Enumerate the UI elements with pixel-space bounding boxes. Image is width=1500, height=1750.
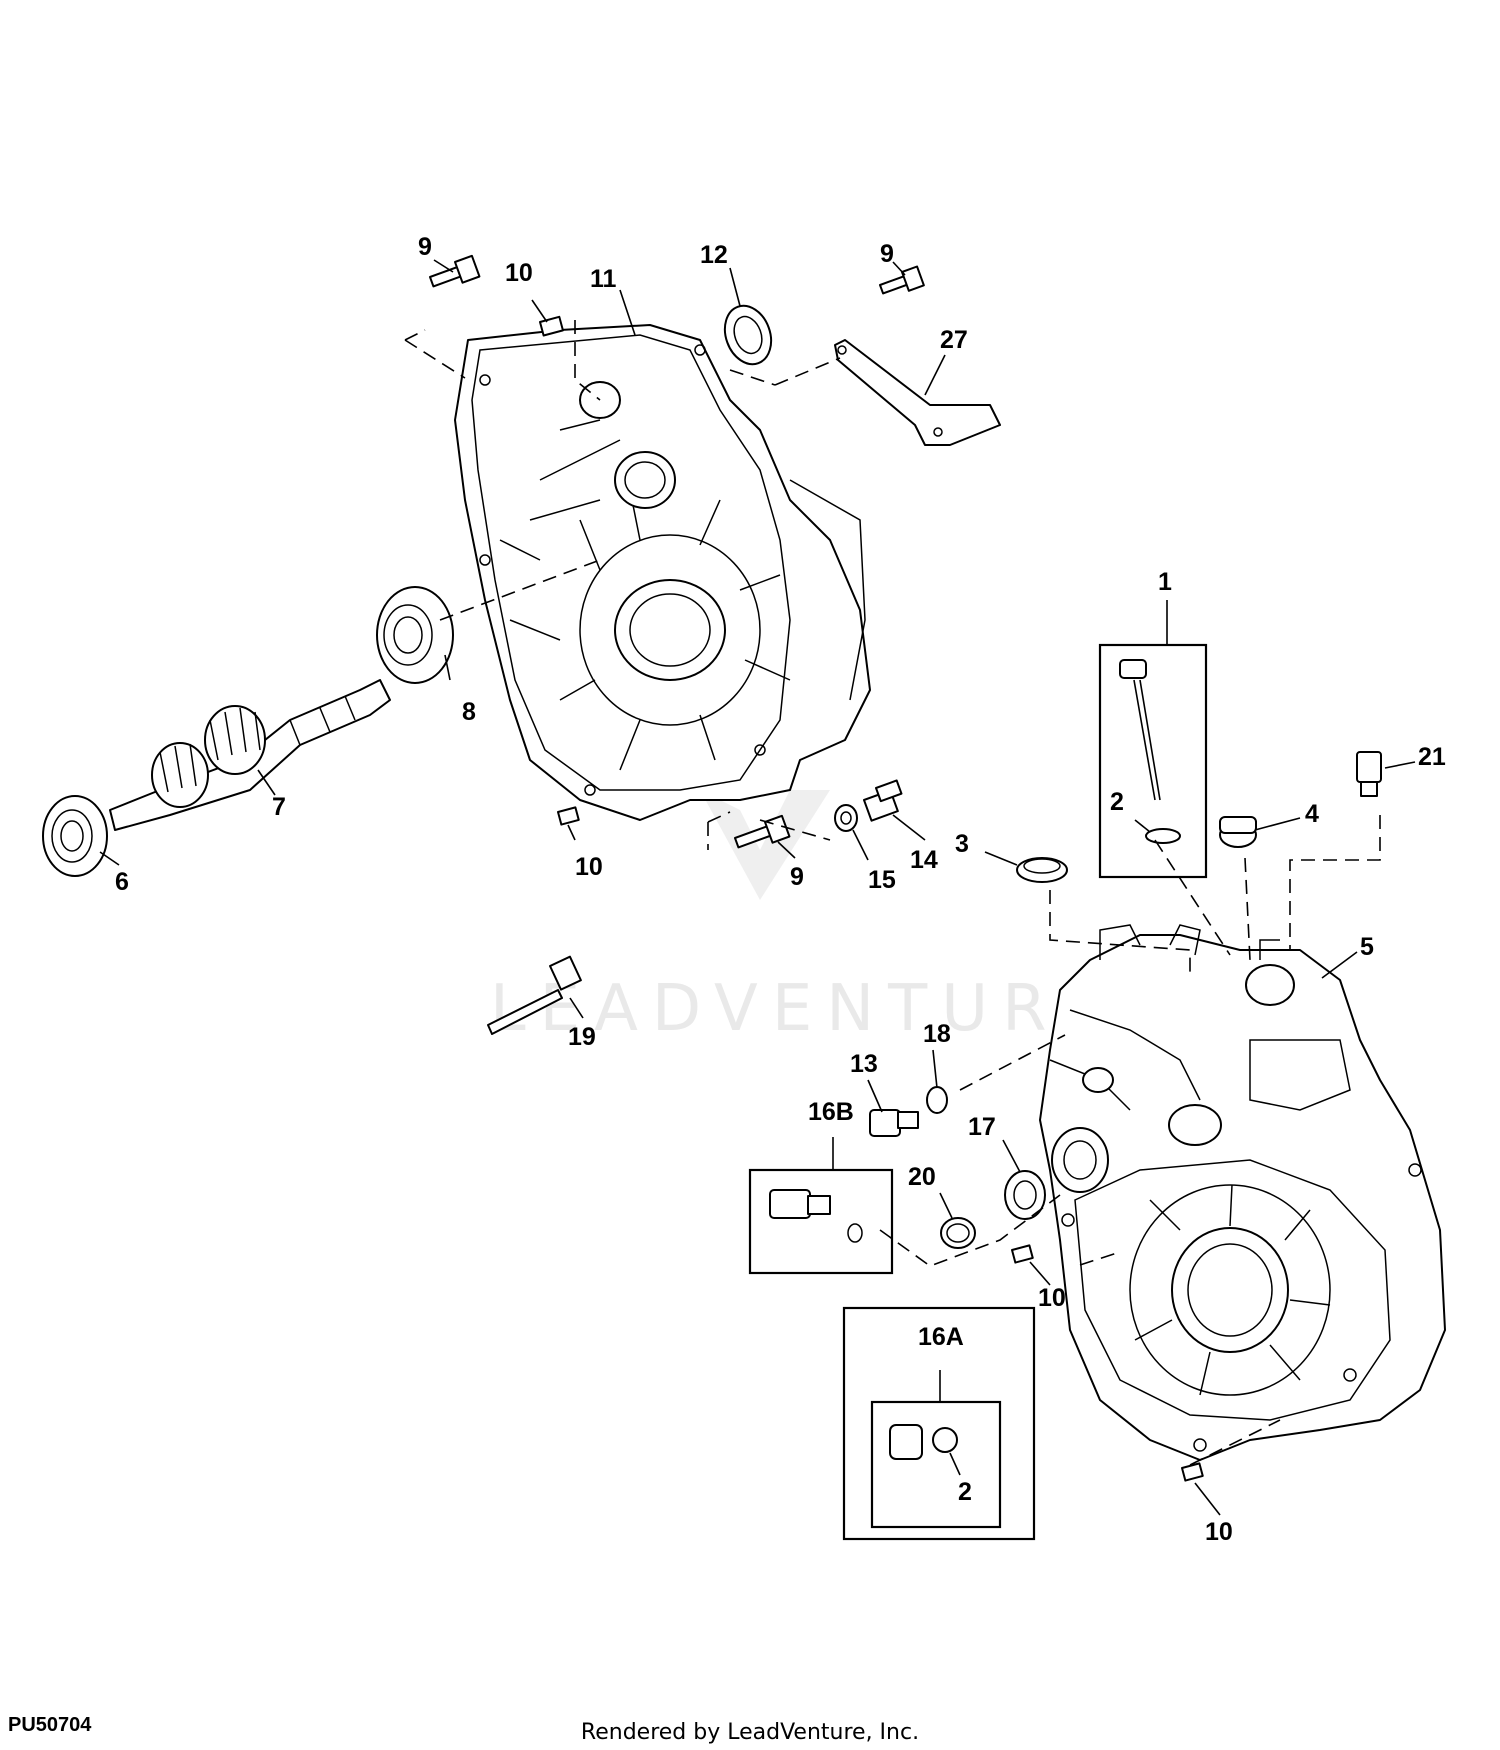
callout-15: 15 bbox=[868, 866, 896, 894]
callout-2: 2 bbox=[1110, 788, 1124, 816]
seal-part-17 bbox=[1004, 1170, 1046, 1220]
callout-6: 6 bbox=[115, 868, 129, 896]
plug-part-14 bbox=[863, 779, 903, 822]
detail-box-part-1 bbox=[1098, 643, 1208, 879]
callout-3: 3 bbox=[955, 830, 969, 858]
bolt-part-9-top-right bbox=[879, 265, 925, 295]
fitting-part-21 bbox=[1356, 751, 1382, 797]
detail-box-part-16a-inner bbox=[870, 1400, 1002, 1529]
watermark: LEADVENTURE bbox=[490, 790, 1115, 1046]
dowel-part-10-mid bbox=[557, 806, 580, 826]
callout-9: 9 bbox=[880, 240, 894, 268]
render-credit: Rendered by LeadVenture, Inc. bbox=[580, 1720, 920, 1745]
callout-16a: 16A bbox=[918, 1323, 964, 1351]
leader-lines bbox=[99, 259, 1416, 1516]
callout-2: 2 bbox=[958, 1478, 972, 1506]
bracket-part-27 bbox=[834, 339, 1001, 446]
bolt-part-9-lower bbox=[733, 814, 791, 849]
callout-5: 5 bbox=[1360, 933, 1374, 961]
assembly-lines bbox=[404, 320, 1381, 1466]
figure-id: PU50704 bbox=[8, 1714, 92, 1736]
callout-10: 10 bbox=[575, 853, 603, 881]
bearing-part-8 bbox=[376, 586, 454, 684]
shaft-part-7 bbox=[109, 679, 391, 831]
seal-part-12 bbox=[723, 304, 773, 366]
callouts: 9 10 11 12 9 27 8 7 6 10 9 15 14 1 2 4 2… bbox=[115, 233, 1446, 1546]
cap-part-4 bbox=[1219, 816, 1257, 848]
sensor-part-16b bbox=[769, 1189, 863, 1243]
bolt-part-9-top-left bbox=[429, 254, 481, 288]
callout-7: 7 bbox=[272, 793, 286, 821]
callout-19: 19 bbox=[568, 1023, 596, 1051]
callout-17: 17 bbox=[968, 1113, 996, 1141]
o-ring-part-2-upper bbox=[1145, 828, 1181, 844]
callout-1: 1 bbox=[1158, 568, 1172, 596]
callout-4: 4 bbox=[1305, 800, 1319, 828]
callout-27: 27 bbox=[940, 326, 968, 354]
callout-10: 10 bbox=[1038, 1284, 1066, 1312]
plug-part-13 bbox=[869, 1109, 919, 1137]
dowel-part-10-right bbox=[1010, 1244, 1034, 1264]
o-ring-part-20 bbox=[940, 1217, 976, 1249]
callout-9: 9 bbox=[790, 863, 804, 891]
washer-part-15 bbox=[834, 804, 858, 832]
housing-cover-part-11 bbox=[454, 324, 871, 821]
callout-9: 9 bbox=[418, 233, 432, 261]
detail-box-part-16a bbox=[842, 1306, 1036, 1541]
dipstick-part-1 bbox=[1119, 659, 1161, 801]
detail-box-part-16b bbox=[748, 1168, 894, 1275]
dowel-part-10-bottom bbox=[1181, 1462, 1204, 1482]
callout-14: 14 bbox=[910, 846, 938, 874]
ring-part-3 bbox=[1016, 857, 1068, 883]
callout-10: 10 bbox=[1205, 1518, 1233, 1546]
callout-16b: 16B bbox=[808, 1098, 854, 1126]
bolt-part-19 bbox=[487, 955, 582, 1035]
callout-13: 13 bbox=[850, 1050, 878, 1078]
callout-8: 8 bbox=[462, 698, 476, 726]
washer-part-18 bbox=[926, 1086, 948, 1114]
bearing-part-6 bbox=[42, 795, 108, 877]
callout-12: 12 bbox=[700, 241, 728, 269]
callout-11: 11 bbox=[590, 265, 617, 293]
callout-21: 21 bbox=[1418, 743, 1446, 771]
watermark-text: LEADVENTURE bbox=[490, 972, 1115, 1046]
plug-part-16a bbox=[889, 1424, 958, 1460]
callout-20: 20 bbox=[908, 1163, 936, 1191]
callout-10: 10 bbox=[505, 259, 533, 287]
callout-18: 18 bbox=[923, 1020, 951, 1048]
transmission-housing-part-5 bbox=[1039, 924, 1446, 1461]
